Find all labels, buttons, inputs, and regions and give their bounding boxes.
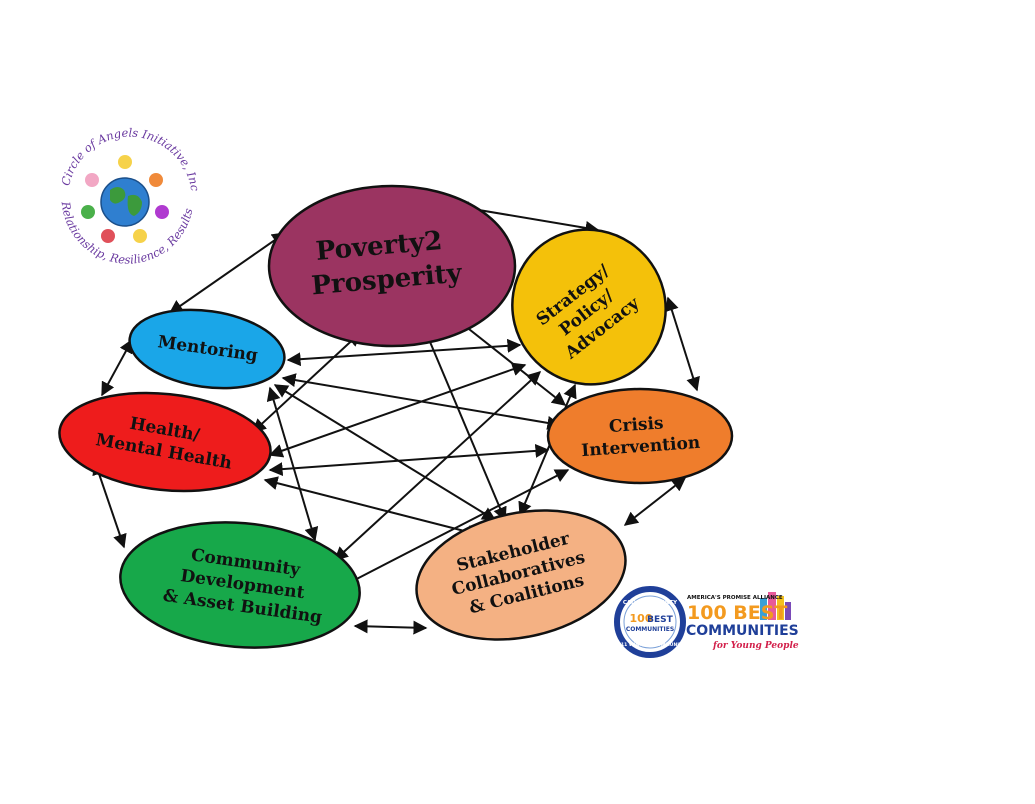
apa-top-text: AMERICA'S PROMISE ALLIANCE (687, 595, 783, 601)
badge-best: BEST (647, 615, 673, 625)
node-label-community: Community Development & Asset Building (162, 542, 330, 628)
program-nodes (58, 184, 734, 649)
apa-communities-text: COMMUNITIES (686, 623, 799, 639)
node-poverty-prosperity (267, 184, 517, 348)
apa-number-text: 100 BEST (687, 602, 787, 624)
arrow-community-stakeholder (353, 619, 428, 635)
angel-icon (101, 229, 115, 243)
angel-icon (81, 205, 95, 219)
angel-icon (133, 229, 147, 243)
buildings-icon (785, 602, 791, 620)
arrow-health-community (92, 460, 127, 549)
arrow-mentoring-strategy (286, 338, 522, 367)
buildings-icon (760, 598, 767, 620)
angel-icon (155, 205, 169, 219)
node-mentoring (128, 308, 286, 390)
arrow-strategy-crisis (665, 296, 700, 392)
badge-bottom-text: 2011 WINNING COMMUNITY (615, 642, 686, 648)
arrow-poverty-stakeholder (423, 328, 507, 522)
angel-icon (118, 155, 132, 169)
buildings-icon (777, 596, 784, 620)
arrow-health-crisis (268, 443, 550, 477)
arrow-strategy-health (268, 362, 527, 458)
apa-tagline-text: for Young People (712, 641, 799, 651)
badge-number: 100 (630, 612, 653, 625)
arrow-crisis-stakeholder (623, 477, 687, 526)
arrow-poverty-mentoring (168, 232, 287, 314)
americas-promise-badge: AMERICA'S PROMISE ALLIANCE 100 BEST COMM… (686, 592, 799, 651)
buildings-icon (768, 592, 776, 620)
badge-communities: COMMUNITIES (626, 626, 674, 633)
angel-figures (81, 155, 169, 243)
connection-arrows (92, 201, 700, 635)
arrow-mentoring-stakeholder (273, 384, 497, 521)
node-health-mental-health (58, 391, 272, 493)
node-community-development (119, 521, 361, 649)
node-crisis-intervention (546, 387, 734, 485)
angel-icon (149, 173, 163, 187)
arrow-community-crisis (343, 469, 570, 586)
globe-land (127, 194, 142, 216)
globe-land (110, 187, 126, 204)
badge-inner (623, 595, 677, 649)
angel-icon (85, 173, 99, 187)
node-stakeholder-collaboratives (415, 509, 627, 641)
badge-top-text: CALVERT COUNTY (623, 600, 678, 606)
arrow-mentoring-health (101, 338, 133, 397)
node-strategy-policy-advocacy (511, 228, 667, 386)
circle-of-angels-logo: Circle of Angels Initiative, Inc Relatio… (58, 126, 202, 267)
calvert-county-badge: CALVERT COUNTY 100 BEST COMMUNITIES 2011… (614, 586, 686, 658)
